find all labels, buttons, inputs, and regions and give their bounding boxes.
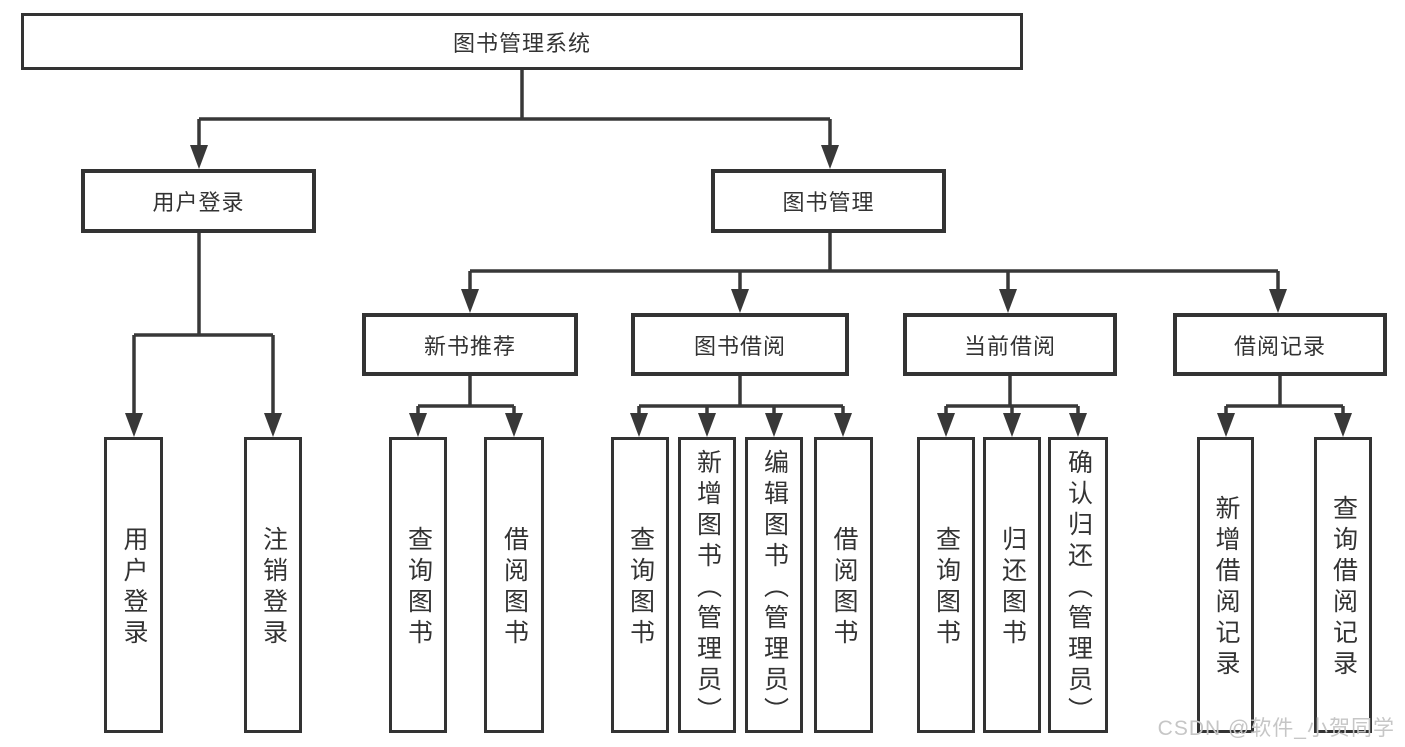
- node-current-borrow: 当前借阅: [903, 313, 1117, 376]
- leaf-confirm-return-admin: 确认归还（管理员）: [1048, 437, 1108, 733]
- connector-root-to-level2: [190, 69, 839, 169]
- node-borrow-records: 借阅记录: [1173, 313, 1387, 376]
- node-book-borrow: 图书借阅: [631, 313, 849, 376]
- leaf-label: 用户登录: [120, 526, 148, 644]
- node-library-management-system: 图书管理系统: [21, 13, 1023, 70]
- node-label: 图书管理: [782, 190, 875, 215]
- node-new-book-recommend: 新书推荐: [362, 313, 578, 376]
- node-label: 新书推荐: [423, 333, 516, 359]
- node-label: 图书管理系统: [452, 30, 591, 56]
- leaf-add-borrow-record: 新增借阅记录: [1197, 437, 1254, 733]
- leaf-label: 注销登录: [259, 526, 288, 644]
- leaf-label: 借阅图书: [830, 526, 858, 644]
- leaf-borrow-books: 借阅图书: [814, 437, 873, 733]
- connector-book-borrow-to-leaves: [630, 376, 852, 437]
- connector-borrow-records-to-leaves: [1217, 376, 1352, 437]
- leaf-query-borrow-record: 查询借阅记录: [1314, 437, 1372, 733]
- connector-current-borrow-to-leaves: [937, 376, 1087, 437]
- leaf-return-books: 归还图书: [983, 437, 1041, 733]
- leaf-label: 归还图书: [998, 526, 1027, 644]
- leaf-label: 新增借阅记录: [1212, 495, 1240, 675]
- leaf-label: 查询图书: [626, 526, 655, 644]
- leaf-query-books-recommend: 查询图书: [389, 437, 447, 733]
- node-label: 图书借阅: [693, 333, 786, 359]
- leaf-label: 确认归还（管理员）: [1064, 448, 1093, 722]
- node-user-login: 用户登录: [81, 169, 316, 233]
- leaf-query-books-current: 查询图书: [917, 437, 975, 733]
- leaf-label: 查询图书: [932, 526, 961, 644]
- connector-new-book-recommend-to-leaves: [409, 376, 523, 437]
- leaf-logout: 注销登录: [244, 437, 302, 733]
- leaf-query-books-borrow: 查询图书: [611, 437, 669, 733]
- leaf-user-login: 用户登录: [104, 437, 163, 733]
- leaf-add-books-admin: 新增图书（管理员）: [678, 437, 736, 733]
- connector-user-login-to-leaves: [125, 233, 282, 437]
- leaf-label: 查询图书: [404, 526, 433, 644]
- leaf-label: 查询借阅记录: [1329, 495, 1358, 675]
- leaf-label: 新增图书（管理员）: [693, 448, 722, 722]
- leaf-edit-books-admin: 编辑图书（管理员）: [745, 437, 803, 733]
- node-label: 借阅记录: [1233, 333, 1326, 359]
- node-label: 用户登录: [152, 190, 245, 215]
- node-book-management: 图书管理: [711, 169, 946, 233]
- node-label: 当前借阅: [963, 333, 1056, 359]
- leaf-borrow-books-recommend: 借阅图书: [484, 437, 544, 733]
- leaf-label: 借阅图书: [500, 526, 529, 644]
- leaf-label: 编辑图书（管理员）: [760, 448, 789, 722]
- connector-book-management-to-level3: [461, 233, 1287, 313]
- csdn-watermark: CSDN @软件_小贺同学: [1157, 717, 1395, 740]
